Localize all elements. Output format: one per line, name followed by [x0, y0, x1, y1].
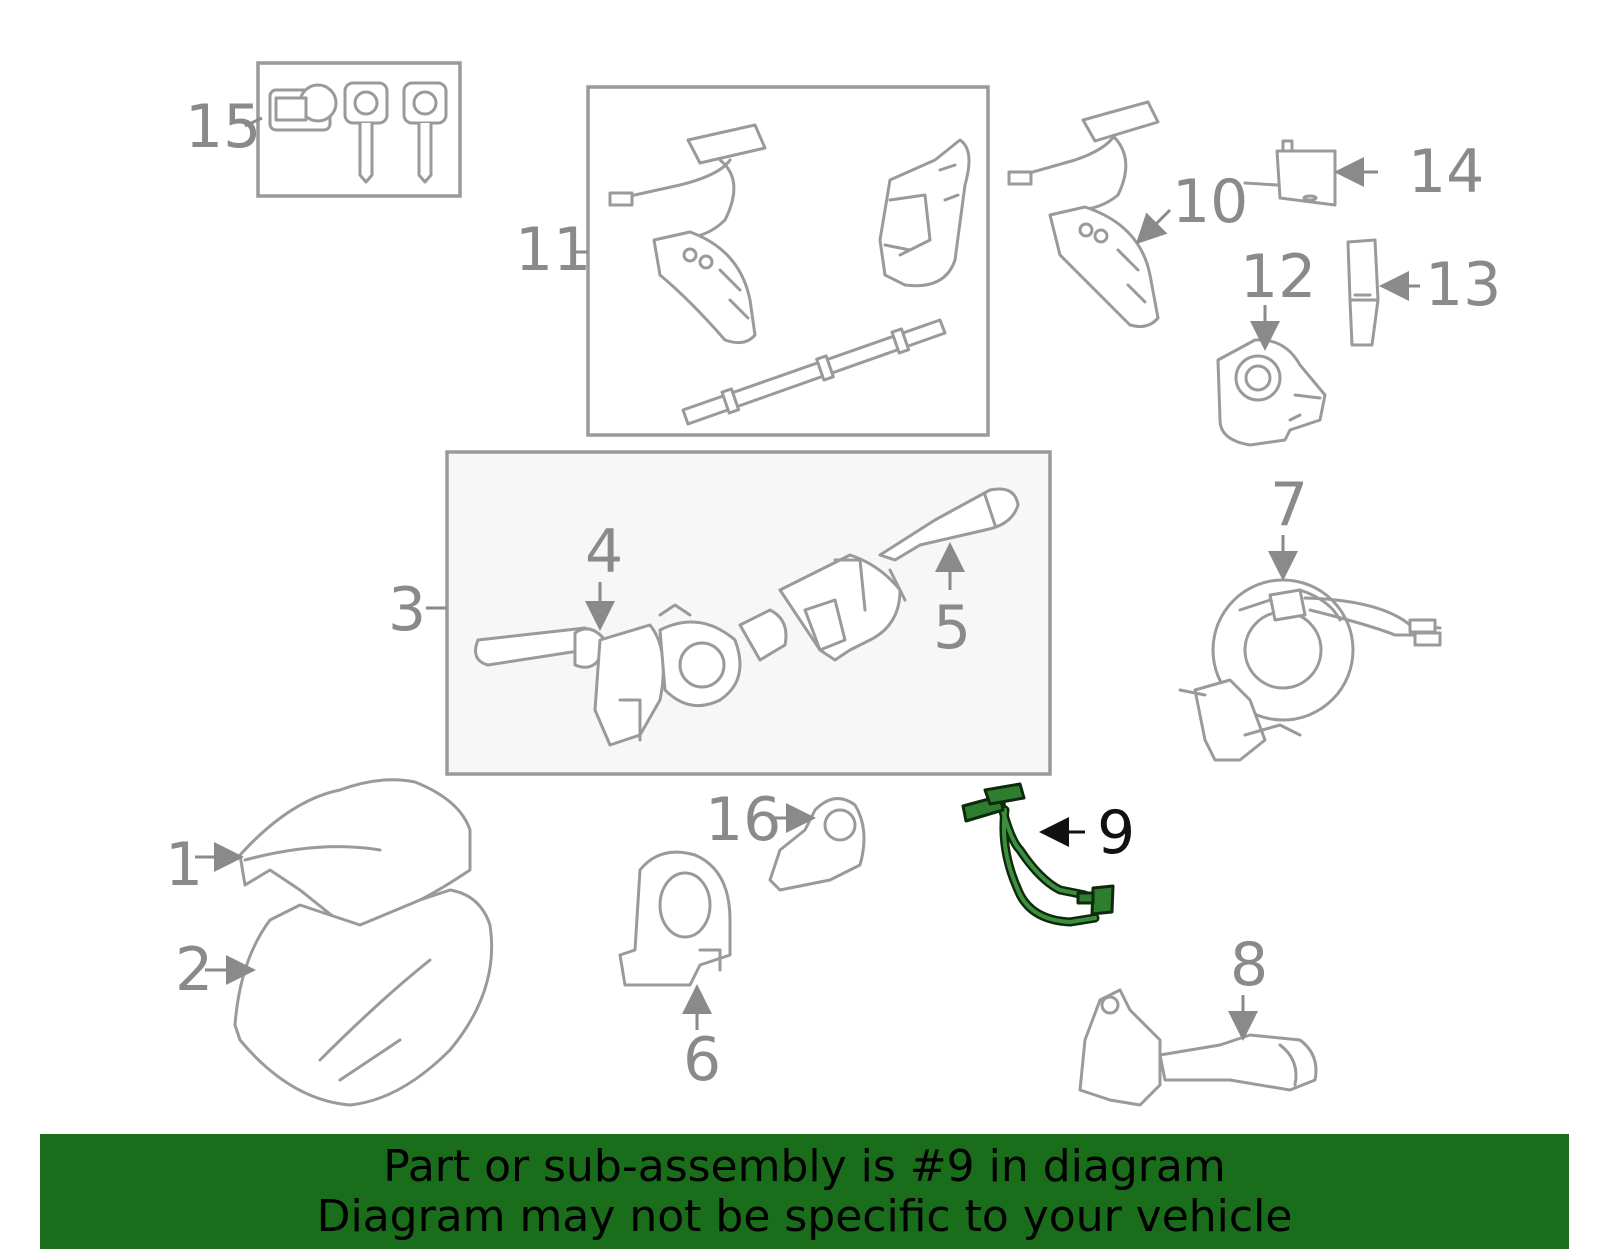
callout-12: 12	[1240, 242, 1316, 312]
callout-3: 3	[388, 575, 426, 645]
part-7-spiral-cable[interactable]	[1178, 578, 1442, 762]
part-8-cruise-control-switch[interactable]	[1078, 988, 1318, 1107]
callout-9: 9	[1097, 798, 1135, 868]
callout-10: 10	[1172, 167, 1248, 237]
part-16-bracket[interactable]	[768, 797, 866, 892]
callout-15: 15	[185, 92, 261, 162]
info-banner: Part or sub-assembly is #9 in diagram Di…	[40, 1134, 1569, 1249]
part-10-steering-switch[interactable]	[1007, 100, 1160, 328]
callout-13: 13	[1425, 250, 1501, 320]
callout-5: 5	[933, 593, 971, 663]
part-13-clip[interactable]	[1346, 238, 1380, 347]
part-1-upper-column-cover[interactable]	[238, 778, 472, 932]
part-6-steering-angle-sensor[interactable]	[618, 850, 732, 987]
part-3-combination-switch-assembly[interactable]	[445, 450, 1052, 776]
callout-8: 8	[1230, 930, 1268, 1000]
part-9-wire-harness[interactable]	[961, 782, 1115, 927]
part-14-clip-sensor[interactable]	[1243, 139, 1337, 207]
banner-line-1: Part or sub-assembly is #9 in diagram	[383, 1140, 1226, 1192]
callout-1: 1	[165, 830, 203, 900]
callout-7: 7	[1270, 470, 1308, 540]
callout-14: 14	[1408, 137, 1484, 207]
callout-4: 4	[585, 517, 623, 587]
callout-6: 6	[683, 1025, 721, 1095]
part-12-steering-sensor[interactable]	[1216, 338, 1327, 447]
banner-line-2: Diagram may not be specific to your vehi…	[316, 1190, 1293, 1242]
part-2-lower-column-cover[interactable]	[233, 888, 494, 1107]
part-11-switch-assembly-set[interactable]	[586, 85, 990, 437]
callout-16: 16	[705, 785, 781, 855]
callout-11: 11	[515, 215, 591, 285]
part-15-key-cylinder-set[interactable]	[256, 61, 462, 198]
